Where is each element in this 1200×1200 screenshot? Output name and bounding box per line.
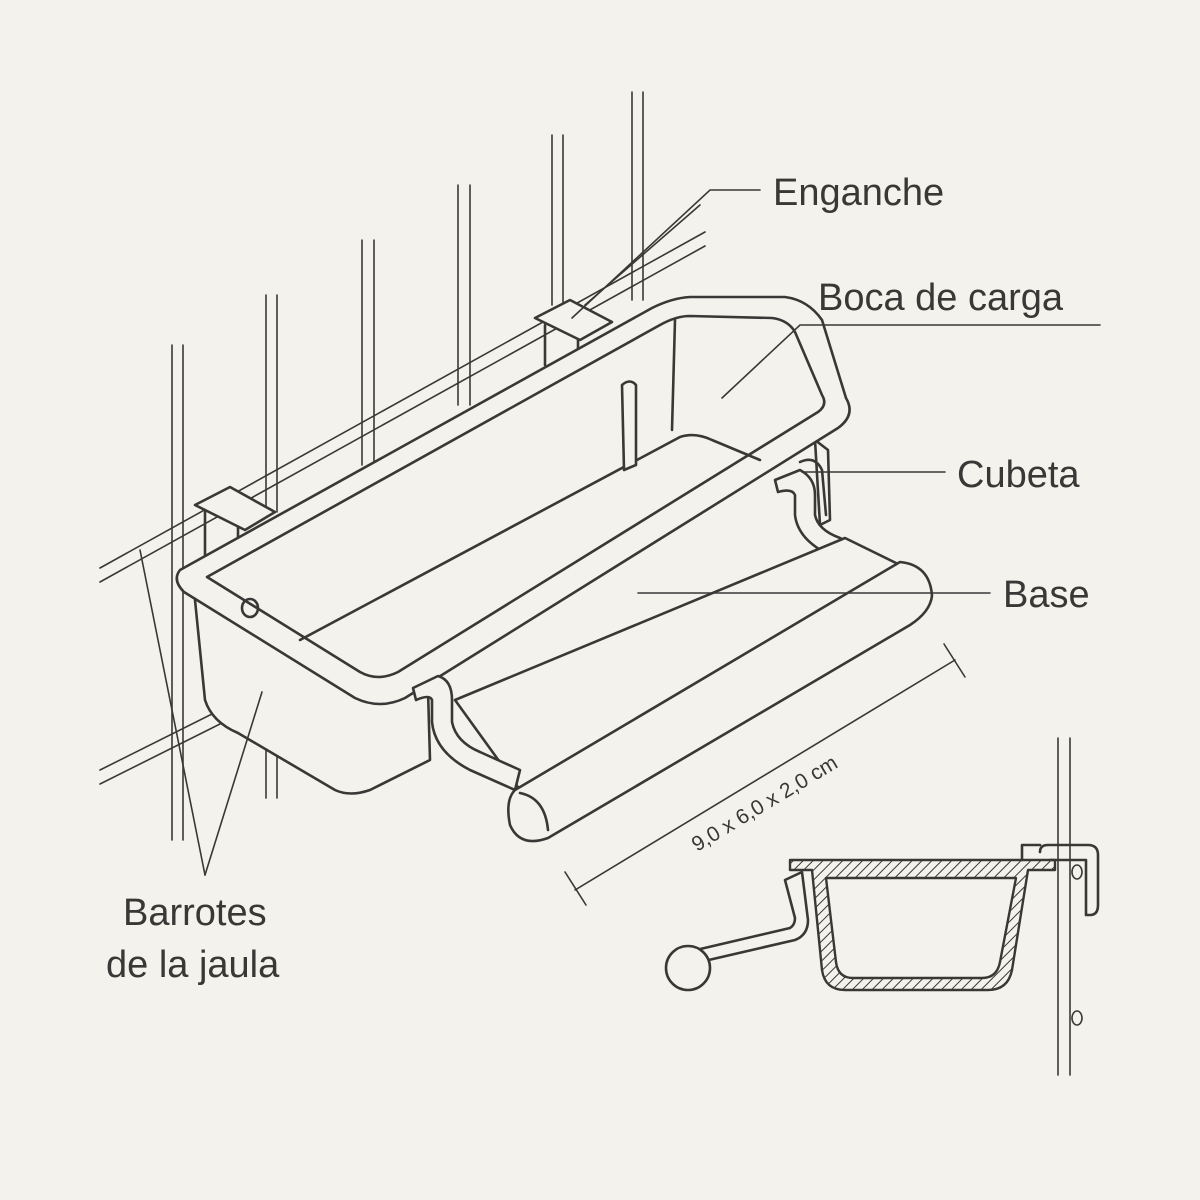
cross-section-cup bbox=[788, 858, 1057, 992]
label-barrotes-line1: Barrotes bbox=[123, 892, 267, 934]
tray bbox=[175, 295, 851, 795]
cross-section-view bbox=[664, 737, 1100, 1076]
label-barrotes-line2: de la jaula bbox=[106, 944, 280, 986]
perch-base bbox=[411, 468, 934, 843]
label-cubeta: Cubeta bbox=[957, 454, 1080, 496]
dimension-line bbox=[564, 643, 966, 906]
label-boca-de-carga: Boca de carga bbox=[818, 277, 1064, 319]
dimension-text: 9,0 x 6,0 x 2,0 cm bbox=[688, 751, 842, 856]
label-base: Base bbox=[1003, 574, 1090, 616]
label-enganche: Enganche bbox=[773, 172, 944, 214]
leader-lines bbox=[139, 189, 1101, 876]
